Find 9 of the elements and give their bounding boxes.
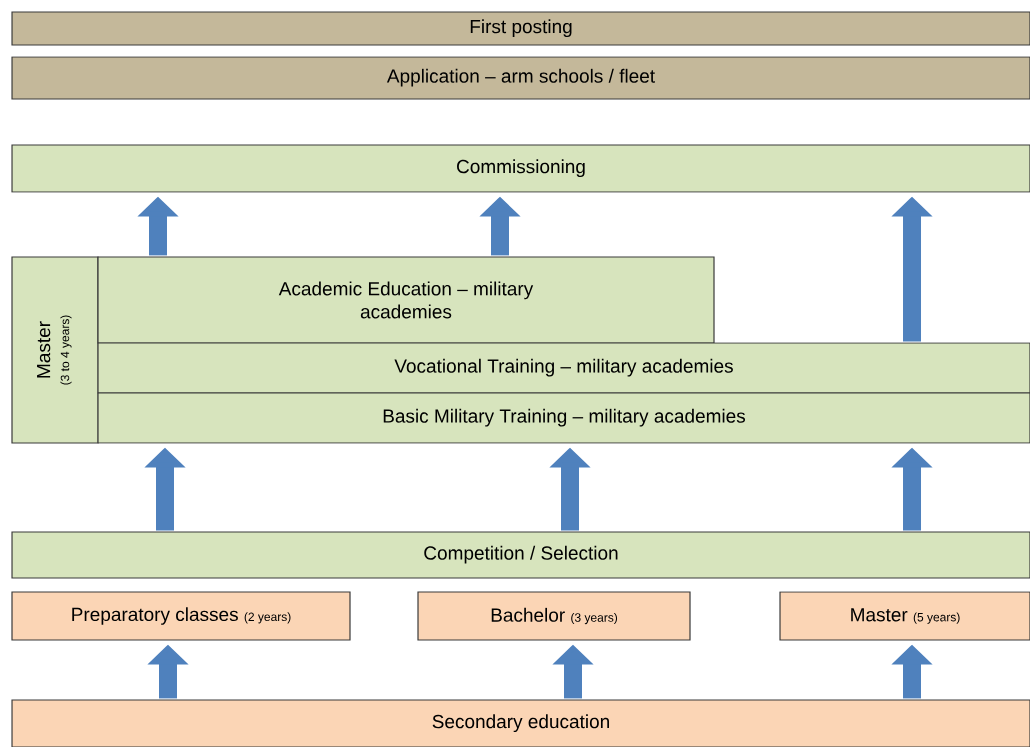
stage-bar: Competition / Selection	[11, 531, 1030, 579]
program-box: Master (5 years)	[779, 591, 1030, 641]
program-box: Master (3 to 4 years)	[11, 256, 99, 444]
stage-bar: Application – arm schools / fleet	[11, 56, 1030, 100]
stage-bar: First posting	[11, 11, 1030, 46]
program-box: Bachelor (3 years)	[417, 591, 691, 641]
program-box: Preparatory classes (2 years)	[11, 591, 351, 641]
stage-bar: Secondary education	[11, 699, 1030, 747]
stage-bar: Commissioning	[11, 144, 1030, 193]
